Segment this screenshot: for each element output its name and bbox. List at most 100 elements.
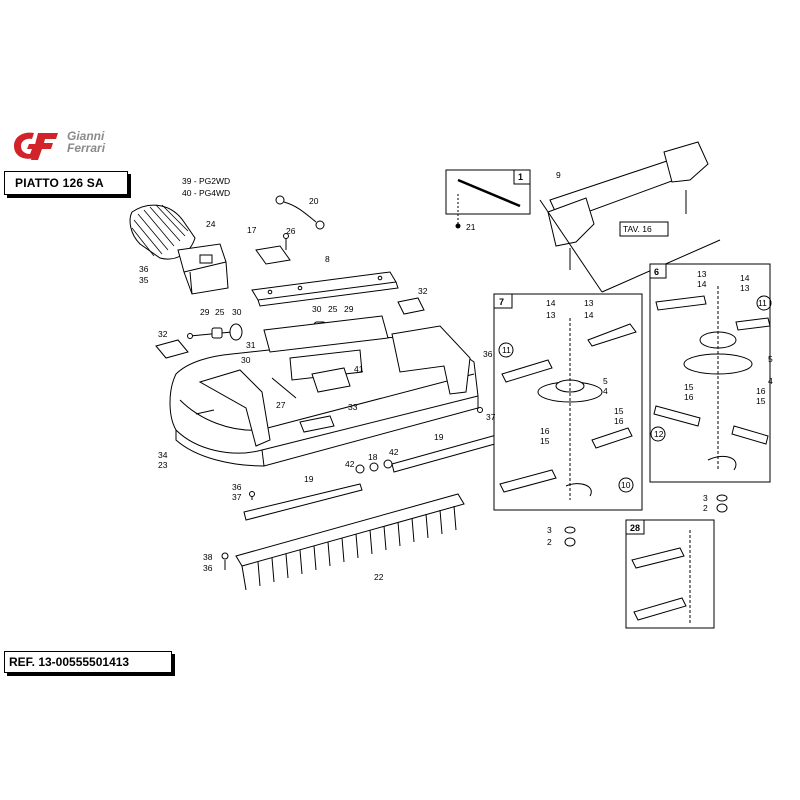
- page-title: PIATTO 126 SA: [15, 176, 104, 190]
- gearbox-drive-shaft: [539, 141, 721, 293]
- callout-22: 22: [374, 572, 384, 582]
- gf-logo-icon: GF: [14, 132, 58, 160]
- callout-21: 21: [466, 222, 476, 232]
- callout-15b: 15: [540, 436, 550, 446]
- callout-15c: 15: [756, 396, 766, 406]
- callout-37a: 37: [486, 412, 496, 422]
- callout-14c: 14: [697, 279, 707, 289]
- callout-13d: 13: [740, 283, 750, 293]
- plate-part-17: [255, 233, 291, 265]
- panel-number-1: 1: [518, 172, 523, 182]
- callout-2b: 2: [703, 503, 708, 513]
- callout-14b: 14: [584, 310, 594, 320]
- reference-code: REF. 13-00555501413: [9, 655, 130, 669]
- callout-30b: 30: [312, 304, 322, 314]
- callout-8: 8: [325, 254, 330, 264]
- callout-13c: 13: [697, 269, 707, 279]
- table-ref: TAV. 16: [623, 224, 652, 234]
- discharge-hose-part-24: [129, 204, 229, 295]
- callout-4a: 4: [603, 386, 608, 396]
- callout-11a: 11: [502, 345, 511, 355]
- callout-38: 38: [203, 552, 213, 562]
- panel-7: [493, 293, 643, 511]
- clamp-parts-32: [155, 297, 425, 359]
- callout-33: 33: [348, 402, 358, 412]
- callout-30a: 30: [232, 307, 242, 317]
- variant-note-40: 40 - PG4WD: [182, 188, 230, 198]
- brand-name-line2: Ferrari: [67, 141, 106, 155]
- callout-16b: 16: [540, 426, 550, 436]
- callout-26: 26: [286, 226, 296, 236]
- comb-part-22: [235, 493, 465, 591]
- callout-35: 35: [139, 275, 149, 285]
- callout-42b: 42: [345, 459, 355, 469]
- mower-deck-housing: [169, 315, 479, 467]
- callout-31: 31: [246, 340, 256, 350]
- callout-36b: 36: [483, 349, 493, 359]
- variant-note-39: 39 - PG2WD: [182, 176, 230, 186]
- callout-19b: 19: [304, 474, 314, 484]
- table-ref-box: [619, 221, 669, 237]
- brand-name: Gianni Ferrari: [67, 130, 105, 154]
- callout-11b: 11: [758, 298, 767, 308]
- nut-parts-2-3: [564, 494, 728, 547]
- callout-41: 41: [354, 364, 364, 374]
- rod-part-20: [275, 195, 325, 230]
- callout-5a: 5: [603, 376, 608, 386]
- callout-34: 34: [158, 450, 168, 460]
- callout-15a: 15: [614, 406, 624, 416]
- callout-10: 10: [621, 480, 631, 490]
- screw-parts-36-38: [221, 407, 483, 570]
- callout-37b: 37: [232, 492, 242, 502]
- panel-6: [649, 263, 771, 483]
- guard-parts-19: [243, 433, 503, 521]
- callout-20: 20: [309, 196, 319, 206]
- panel-number-7: 7: [499, 297, 504, 307]
- callout-2a: 2: [547, 537, 552, 547]
- callout-25a: 25: [215, 307, 225, 317]
- callout-32a: 32: [418, 286, 428, 296]
- panel-1: [445, 169, 531, 229]
- panel-number-6: 6: [654, 267, 659, 277]
- callout-36c: 36: [232, 482, 242, 492]
- callout-25b: 25: [328, 304, 338, 314]
- callout-circle-11b: [756, 295, 772, 311]
- callout-23: 23: [158, 460, 168, 470]
- brand-logo: GF Gianni Ferrari: [10, 128, 130, 164]
- callout-13b: 13: [584, 298, 594, 308]
- brand-name-line1: Gianni: [67, 129, 105, 143]
- callout-32b: 32: [158, 329, 168, 339]
- title-box: PIATTO 126 SA: [4, 171, 128, 195]
- panel-28: [625, 519, 715, 629]
- callout-19a: 19: [434, 432, 444, 442]
- callout-24: 24: [206, 219, 216, 229]
- callout-30c: 30: [241, 355, 251, 365]
- callout-16d: 16: [684, 392, 694, 402]
- callout-circle-12: [650, 426, 666, 442]
- callout-3a: 3: [547, 525, 552, 535]
- callout-12: 12: [654, 429, 664, 439]
- reference-box: REF. 13-00555501413: [4, 651, 172, 673]
- callout-13a: 13: [546, 310, 556, 320]
- panel-number-28: 28: [630, 523, 640, 533]
- callout-18: 18: [368, 452, 378, 462]
- callout-5b: 5: [768, 354, 773, 364]
- bar-part-8: [251, 271, 399, 307]
- callout-circle-11a: [498, 342, 514, 358]
- callout-27: 27: [276, 400, 286, 410]
- callout-29b: 29: [344, 304, 354, 314]
- callout-29a: 29: [200, 307, 210, 317]
- callout-9: 9: [556, 170, 561, 180]
- callout-17: 17: [247, 225, 257, 235]
- callout-15d: 15: [684, 382, 694, 392]
- callout-16a: 16: [614, 416, 624, 426]
- callout-36d: 36: [203, 563, 213, 573]
- callout-3b: 3: [703, 493, 708, 503]
- callout-circle-10: [618, 477, 634, 493]
- callout-36a: 36: [139, 264, 149, 274]
- callout-14d: 14: [740, 273, 750, 283]
- callout-4b: 4: [768, 376, 773, 386]
- callout-16c: 16: [756, 386, 766, 396]
- callout-42a: 42: [389, 447, 399, 457]
